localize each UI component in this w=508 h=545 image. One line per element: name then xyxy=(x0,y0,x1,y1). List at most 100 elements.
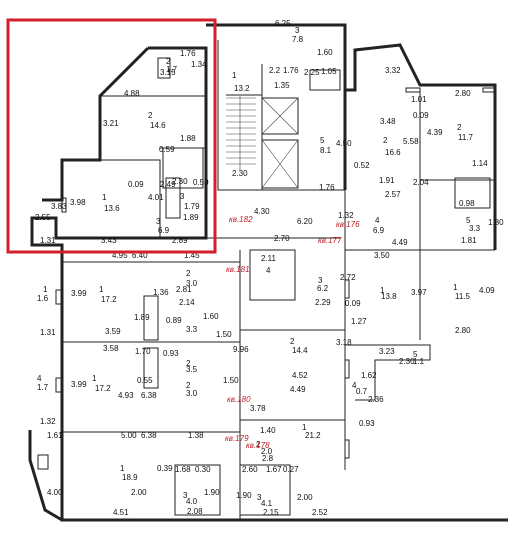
apartment-number-tags: кв.182кв.181кв.180кв.179кв.178кв.177кв.1… xyxy=(225,215,360,450)
highlight-frame xyxy=(6,18,217,254)
dimension-label: 6.2 xyxy=(317,284,329,293)
dimension-label: 8.1 xyxy=(320,146,332,155)
dimension-label: 7.8 xyxy=(292,35,304,44)
dimension-label: 1.80 xyxy=(488,218,504,227)
dimension-label: 0.55 xyxy=(137,376,153,385)
dimension-label: 3 xyxy=(257,493,262,502)
dimension-label: 2.2 xyxy=(269,66,281,75)
dimension-label: 18.9 xyxy=(122,473,138,482)
dimension-label: 2.49 xyxy=(160,180,176,189)
dimension-label: 14.6 xyxy=(150,121,166,130)
dimension-label: 3.0 xyxy=(186,279,198,288)
dimension-label: 2.36 xyxy=(368,395,384,404)
dimension-label: 1 xyxy=(102,193,107,202)
dimension-label: 2.80 xyxy=(455,326,471,335)
dimension-label: 6.9 xyxy=(158,226,170,235)
dimension-label: 5.00 xyxy=(121,431,137,440)
dimension-label: 1.79 xyxy=(184,202,200,211)
dimension-label: 2.00 xyxy=(297,493,313,502)
dimension-label: 6.9 xyxy=(373,226,385,235)
dimension-label: 1.89 xyxy=(183,213,199,222)
dimension-label: 2.89 xyxy=(172,236,188,245)
dimension-label: 3.99 xyxy=(71,289,87,298)
dimension-label: 11.5 xyxy=(455,292,471,301)
dimension-label: 1.90 xyxy=(236,491,252,500)
dimension-label: 4 xyxy=(375,216,380,225)
dimension-label: 2.70 xyxy=(274,234,290,243)
dimension-label: 1.1 xyxy=(413,357,425,366)
dimension-label: 4 xyxy=(266,266,271,275)
dimension-label: 2.04 xyxy=(413,178,429,187)
dimension-label: 3.32 xyxy=(385,66,401,75)
dimension-label: 5 xyxy=(320,136,325,145)
dimension-label: 1.31 xyxy=(40,236,56,245)
dimension-label: 1.35 xyxy=(274,81,290,90)
dimension-label: 4.51 xyxy=(113,508,129,517)
dimension-label: 2.80 xyxy=(455,89,471,98)
dimension-label: 9.96 xyxy=(233,345,249,354)
dimension-label: 1.27 xyxy=(351,317,367,326)
dimension-label: 3 xyxy=(180,192,185,201)
dimension-label: 1.67 xyxy=(266,465,282,474)
dimension-label: 13.8 xyxy=(381,292,397,301)
dimension-label: 3.3 xyxy=(186,325,198,334)
dimension-label: 1 xyxy=(43,285,48,294)
dimension-label: 1 xyxy=(302,423,307,432)
dimension-label: 3 xyxy=(318,276,323,285)
dimension-label: 1.89 xyxy=(134,313,150,322)
dimension-label: 3.23 xyxy=(379,347,395,356)
dimension-label: 3.0 xyxy=(186,389,198,398)
dimension-label: 1 xyxy=(92,374,97,383)
window-marks xyxy=(37,57,496,470)
dimension-label: 13.2 xyxy=(234,84,250,93)
dimension-label: 5.58 xyxy=(403,137,419,146)
dimension-label: 3.43 xyxy=(101,236,117,245)
dimension-label: 5 xyxy=(466,216,471,225)
dimension-label: 0.93 xyxy=(359,419,375,428)
dimension-label: 3.48 xyxy=(380,117,396,126)
dimension-label: 2 xyxy=(383,136,388,145)
dimension-label: 6.38 xyxy=(141,431,157,440)
dimension-label: 0.50 xyxy=(193,178,209,187)
dimension-label: 3.15 xyxy=(160,68,176,77)
dimension-label: 0.27 xyxy=(283,465,299,474)
dimension-label: 2.72 xyxy=(340,273,356,282)
dimension-label: 1.50 xyxy=(223,376,239,385)
dimension-label: 2.15 xyxy=(263,508,279,517)
dimension-label: 11.7 xyxy=(458,133,474,142)
dimension-label: 4.1 xyxy=(261,499,273,508)
dimension-label: 4.49 xyxy=(392,238,408,247)
dimension-label: 21.2 xyxy=(305,431,321,440)
dimension-label: 2.08 xyxy=(187,507,203,516)
dimension-label: 1.76 xyxy=(180,49,196,58)
bathroom-blocks xyxy=(143,69,491,516)
dimension-label: 2.25 xyxy=(304,68,320,77)
dimension-label: 0.30 xyxy=(195,465,211,474)
dimension-label: 0.09 xyxy=(345,299,361,308)
dimension-label: 3 xyxy=(183,491,188,500)
dimension-label: 4.30 xyxy=(254,207,270,216)
dimension-label: 1.01 xyxy=(411,95,427,104)
dimension-label: 1.40 xyxy=(260,426,276,435)
dimension-label: 3.21 xyxy=(103,119,119,128)
dimension-label: 4 xyxy=(352,381,357,390)
apartment-tag: кв.176 xyxy=(336,220,360,229)
dimension-label: 4.93 xyxy=(118,391,134,400)
dimension-label: 0.09 xyxy=(128,180,144,189)
dimension-label: 0.59 xyxy=(159,145,175,154)
dimension-label: 2 xyxy=(186,381,191,390)
dimension-label: 2.30 xyxy=(232,169,248,178)
dimension-label: 1.88 xyxy=(180,134,196,143)
dimension-label: 1.14 xyxy=(472,159,488,168)
dimension-label: 2.11 xyxy=(261,254,277,263)
dimension-label: 6.40 xyxy=(132,251,148,260)
dimension-label: 2.14 xyxy=(179,298,195,307)
dimension-label: 1.61 xyxy=(47,431,63,440)
dimension-label: 1.60 xyxy=(203,312,219,321)
dimension-label: 14.4 xyxy=(292,346,308,355)
dimension-label: 4 xyxy=(37,374,42,383)
dimension-label: 2 xyxy=(186,269,191,278)
dimension-label: 2.55 xyxy=(35,213,51,222)
dimension-label: 1 xyxy=(120,464,125,473)
